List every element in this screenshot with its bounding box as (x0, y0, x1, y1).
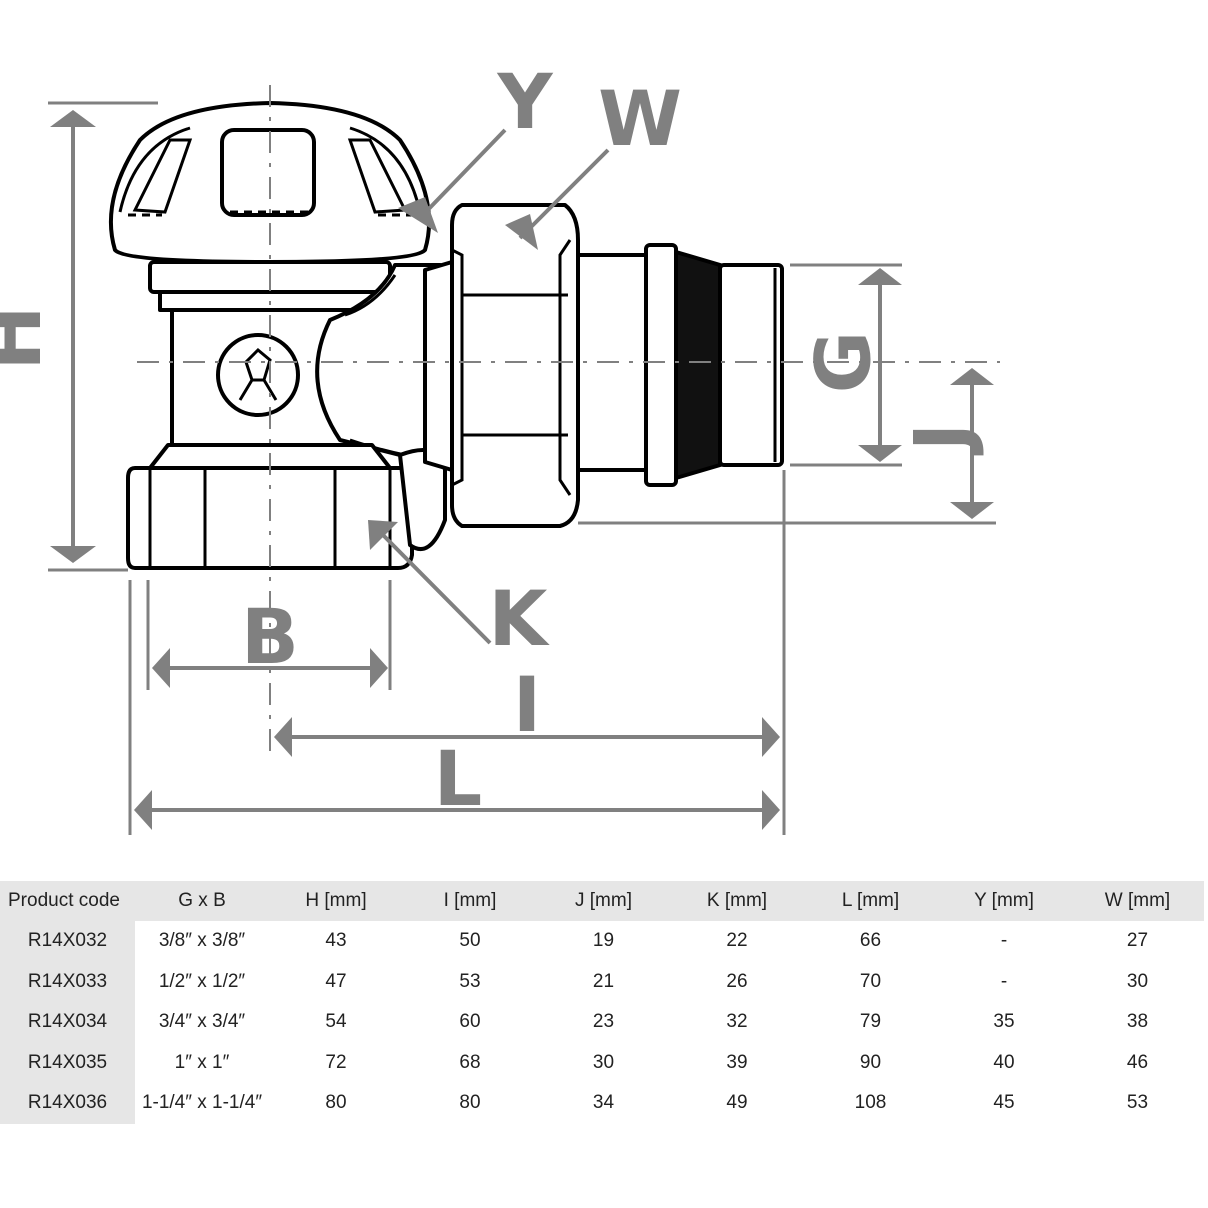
cell-i: 68 (459, 1051, 481, 1073)
header-h: H [mm] (269, 881, 403, 921)
cell-w: 38 (1126, 1011, 1149, 1033)
cell-j: 19 (592, 930, 615, 952)
cell-k: 32 (726, 1011, 748, 1033)
cell-j: 30 (592, 1051, 615, 1073)
dim-label-k: K (489, 574, 551, 663)
cell-k: 22 (726, 930, 748, 952)
cell-h: 43 (325, 930, 347, 952)
cell-k: 26 (726, 970, 748, 992)
cell-l: 108 (854, 1092, 887, 1114)
table-row: R14X033 1/2″ x 1/2″ 47 53 21 26 70 - 30 (0, 961, 1204, 1002)
cell-product-code: R14X034 (0, 1002, 135, 1043)
cell-y: 45 (993, 1092, 1015, 1114)
cell-g-x-b: 3/4″ x 3/4″ (158, 1011, 246, 1033)
cell-i: 80 (459, 1092, 481, 1114)
dim-label-b: B (241, 592, 299, 681)
cell-i: 50 (459, 930, 481, 952)
header-g-x-b: G x B (135, 881, 269, 921)
cell-y: 40 (993, 1051, 1015, 1073)
dim-label-l: L (434, 734, 482, 823)
header-i: I [mm] (403, 881, 537, 921)
cell-l: 70 (859, 970, 882, 992)
cell-product-code: R14X032 (0, 921, 135, 962)
cell-w: 46 (1126, 1051, 1149, 1073)
cell-g-x-b: 1″ x 1″ (174, 1051, 230, 1073)
cell-l: 90 (859, 1051, 882, 1073)
cell-product-code: R14X033 (0, 961, 135, 1002)
valve-dimension-drawing: H Y W G J B K I L (0, 57, 1000, 835)
cell-h: 72 (325, 1051, 347, 1073)
table-row: R14X034 3/4″ x 3/4″ 54 60 23 32 79 35 38 (0, 1002, 1204, 1043)
dim-label-y: Y (496, 57, 553, 146)
header-product-code: Product code (0, 881, 135, 921)
cell-i: 53 (459, 970, 481, 992)
cell-l: 66 (859, 930, 882, 952)
union-hex-nut (450, 203, 580, 528)
header-y: Y [mm] (937, 881, 1071, 921)
cell-w: 30 (1126, 970, 1149, 992)
dim-label-h: H (0, 305, 59, 370)
table-row: R14X035 1″ x 1″ 72 68 30 39 90 40 46 (0, 1042, 1204, 1083)
dim-label-j: J (898, 423, 987, 456)
cell-j: 21 (592, 970, 615, 992)
dim-label-i: I (513, 660, 541, 749)
dimensions-table: Product code G x B H [mm] I [mm] J [mm] … (0, 881, 1204, 1124)
cell-y: - (1000, 930, 1008, 952)
cell-i: 60 (459, 1011, 481, 1033)
cell-g-x-b: 3/8″ x 3/8″ (158, 930, 246, 952)
cell-h: 80 (325, 1092, 347, 1114)
cell-h: 47 (325, 970, 347, 992)
cell-j: 23 (592, 1011, 615, 1033)
cell-w: 53 (1126, 1092, 1149, 1114)
dim-label-w: W (598, 74, 682, 163)
table-header-row: Product code G x B H [mm] I [mm] J [mm] … (0, 881, 1204, 921)
cell-h: 54 (325, 1011, 347, 1033)
header-k: K [mm] (670, 881, 804, 921)
cell-g-x-b: 1-1/4″ x 1-1/4″ (141, 1092, 263, 1114)
cell-l: 79 (859, 1011, 882, 1033)
dim-label-g: G (799, 331, 888, 393)
cell-g-x-b: 1/2″ x 1/2″ (158, 970, 246, 992)
table-row: R14X032 3/8″ x 3/8″ 43 50 19 22 66 - 27 (0, 921, 1204, 962)
cell-k: 39 (726, 1051, 748, 1073)
header-j: J [mm] (537, 881, 670, 921)
cell-w: 27 (1126, 930, 1149, 952)
table-row: R14X036 1-1/4″ x 1-1/4″ 80 80 34 49 108 … (0, 1083, 1204, 1124)
header-w: W [mm] (1071, 881, 1204, 921)
cell-j: 34 (592, 1092, 615, 1114)
cell-y: 35 (993, 1011, 1015, 1033)
cell-product-code: R14X036 (0, 1083, 135, 1124)
cell-y: - (1000, 970, 1008, 992)
cell-k: 49 (726, 1092, 748, 1114)
brand-logo (216, 333, 300, 417)
cell-product-code: R14X035 (0, 1042, 135, 1083)
valve-body (108, 101, 784, 570)
header-l: L [mm] (804, 881, 937, 921)
